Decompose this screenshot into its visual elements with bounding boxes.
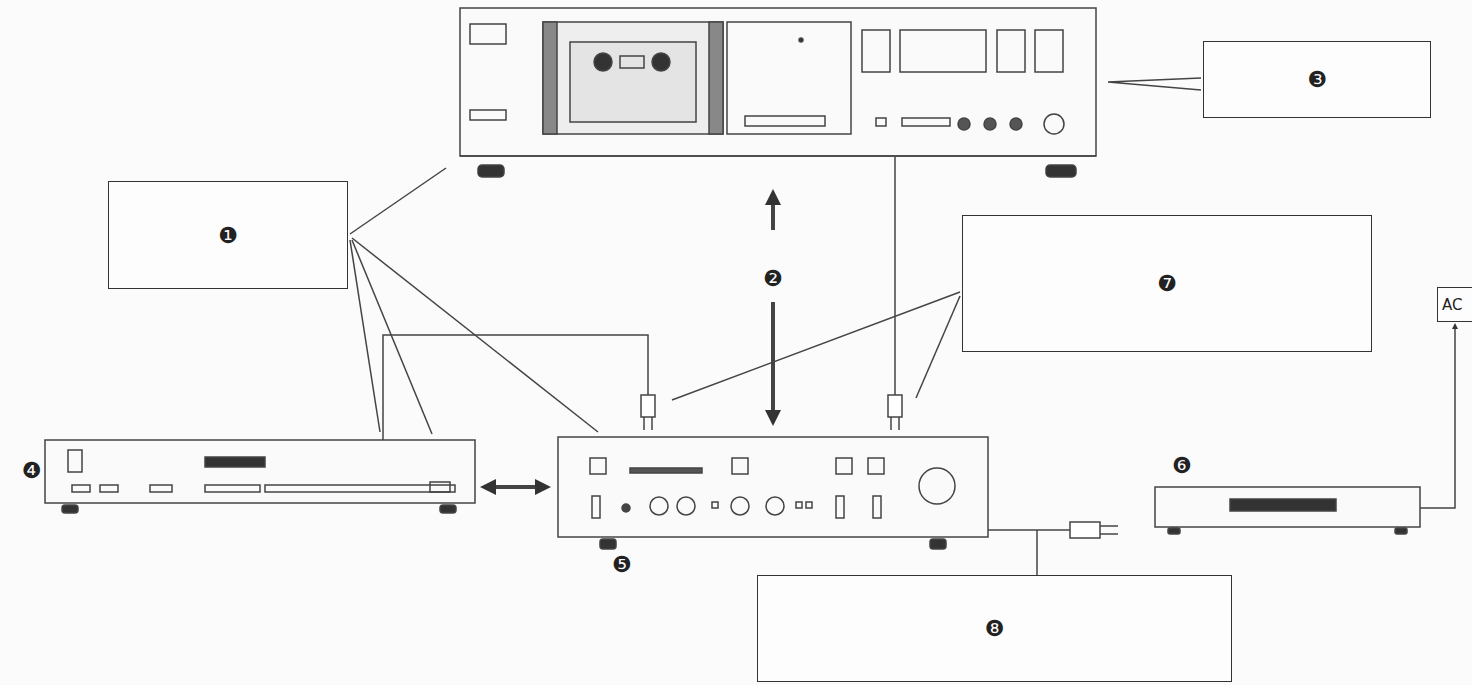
power-plug [1070,522,1118,538]
tuner-cord [383,335,648,440]
callout-box: ❽ [757,575,1232,682]
signal-arrow [488,485,543,489]
outlet-box: AC [1437,287,1472,322]
callout-number: ❶ [218,223,238,248]
ac-cord [1420,326,1455,508]
amplifier [558,437,988,549]
callout-number: ❺ [612,552,632,577]
tuner [45,440,475,513]
callout-box: ❸ [1203,41,1431,118]
callout-box: ❼ [962,215,1372,352]
amp-cord [988,529,1070,531]
cassette-deck [460,8,1096,177]
signal-arrow [771,197,775,230]
signal-arrow [771,302,775,418]
leader-line [1036,530,1038,575]
callout-number: ❸ [1307,67,1327,92]
callout-number: ❽ [985,616,1005,641]
deck-cord [894,157,896,395]
callout-box: ❶ [108,181,348,289]
outlet-label: AC [1442,296,1462,314]
timer [1155,487,1420,534]
callout-number: ❻ [1172,453,1192,478]
callout-number: ❷ [763,266,783,291]
callout-number: ❹ [22,458,42,483]
callout-number: ❼ [1157,271,1177,296]
